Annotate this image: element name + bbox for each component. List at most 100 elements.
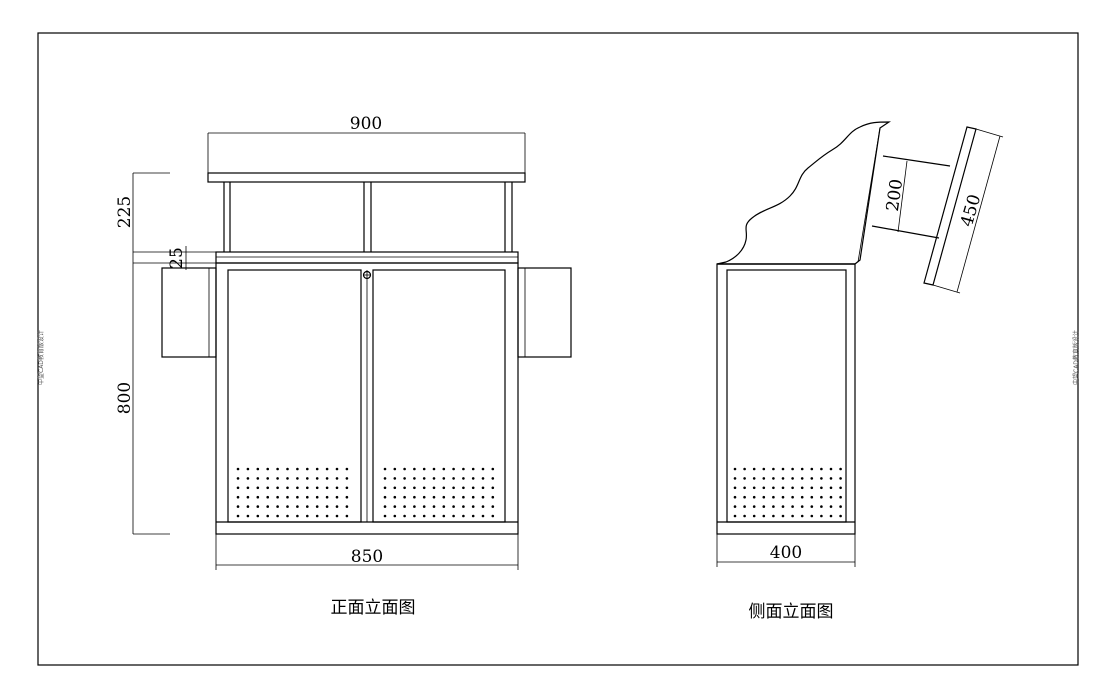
vent-hole	[393, 486, 397, 490]
vent-hole	[335, 505, 339, 508]
vent-hole	[829, 514, 833, 518]
vent-hole	[839, 495, 842, 499]
vent-hole	[393, 477, 397, 480]
vent-hole	[422, 467, 426, 471]
dim-upper-height-label: 225	[115, 196, 135, 228]
vent-hole	[452, 467, 455, 471]
vent-hole	[491, 514, 495, 518]
vent-hole	[315, 495, 319, 499]
vent-hole	[481, 477, 485, 480]
vent-hole	[481, 514, 485, 518]
vent-hole	[733, 486, 737, 490]
side-view-title: 侧面立面图	[749, 602, 834, 622]
vent-hole	[442, 514, 446, 518]
vent-hole	[839, 505, 842, 508]
vent-hole	[246, 486, 250, 490]
vent-holes-left-door	[236, 467, 349, 518]
vent-hole	[781, 514, 785, 518]
vent-hole	[266, 467, 270, 471]
vent-hole	[820, 467, 823, 471]
vent-hole	[772, 495, 775, 499]
vent-hole	[296, 514, 299, 518]
dim-depth-label: 400	[770, 543, 802, 563]
vent-hole	[335, 467, 339, 471]
vent-hole	[383, 495, 387, 499]
vent-hole	[432, 467, 436, 471]
vent-hole	[820, 486, 823, 490]
vent-hole	[266, 477, 270, 480]
vent-hole	[772, 467, 775, 471]
vent-hole	[422, 495, 426, 499]
side-panel-door	[726, 269, 847, 523]
vent-hole	[733, 514, 737, 518]
vent-hole	[256, 514, 260, 518]
side-cabinet-body	[716, 263, 856, 535]
vent-hole	[413, 495, 416, 499]
vent-hole	[335, 514, 339, 518]
vent-hole	[791, 495, 794, 499]
vent-hole	[491, 486, 495, 490]
vent-hole	[442, 505, 446, 508]
vent-hole	[762, 514, 766, 518]
vent-hole	[296, 486, 299, 490]
vent-hole	[733, 477, 737, 480]
front-elevation: 900	[115, 114, 572, 618]
vent-hole	[422, 486, 426, 490]
vent-hole	[325, 495, 329, 499]
counter-top	[215, 251, 519, 264]
vent-hole	[432, 514, 436, 518]
vent-hole	[781, 505, 785, 508]
vent-hole	[810, 505, 814, 508]
vent-hole	[246, 505, 250, 508]
vent-hole	[800, 505, 804, 508]
vent-hole	[236, 467, 240, 471]
vent-hole	[839, 486, 842, 490]
vent-hole	[256, 505, 260, 508]
vent-hole	[762, 505, 766, 508]
vent-hole	[345, 467, 349, 471]
side-elevation: 200 450 400 侧面立面图	[716, 121, 1004, 622]
vent-hole	[296, 505, 299, 508]
vent-hole	[781, 486, 785, 490]
vent-hole	[236, 495, 240, 499]
vent-hole	[471, 486, 475, 490]
vent-hole	[452, 505, 455, 508]
vent-hole	[296, 467, 299, 471]
vent-hole	[383, 514, 387, 518]
vent-hole	[743, 486, 746, 490]
vent-hole	[276, 505, 279, 508]
support-posts	[223, 182, 513, 252]
vent-hole	[733, 505, 737, 508]
vent-hole	[236, 514, 240, 518]
vent-hole	[752, 495, 756, 499]
vent-hole	[481, 495, 485, 499]
vent-hole	[286, 477, 289, 480]
vent-hole	[829, 467, 833, 471]
vent-hole	[422, 505, 426, 508]
vent-hole	[403, 514, 406, 518]
lock-icon	[362, 270, 372, 280]
vent-hole	[800, 477, 804, 480]
vent-hole	[432, 486, 436, 490]
left-tray	[161, 267, 217, 358]
vent-hole	[481, 467, 485, 471]
dim-base-width: 850	[215, 534, 519, 570]
vent-hole	[246, 477, 250, 480]
vent-hole	[791, 467, 794, 471]
vent-hole	[800, 495, 804, 499]
left-door	[227, 269, 362, 523]
vent-hole	[762, 495, 766, 499]
vent-hole	[345, 477, 349, 480]
vent-hole	[266, 486, 270, 490]
vent-hole	[810, 467, 814, 471]
vent-hole	[491, 495, 495, 499]
vent-hole	[306, 495, 309, 499]
vent-hole	[325, 467, 329, 471]
dim-top-width: 900	[207, 114, 526, 173]
vent-hole	[315, 477, 319, 480]
vent-hole	[276, 477, 279, 480]
vent-hole	[413, 505, 416, 508]
dim-panel-label: 450	[957, 192, 985, 229]
vent-hole	[325, 486, 329, 490]
vent-hole	[246, 495, 250, 499]
